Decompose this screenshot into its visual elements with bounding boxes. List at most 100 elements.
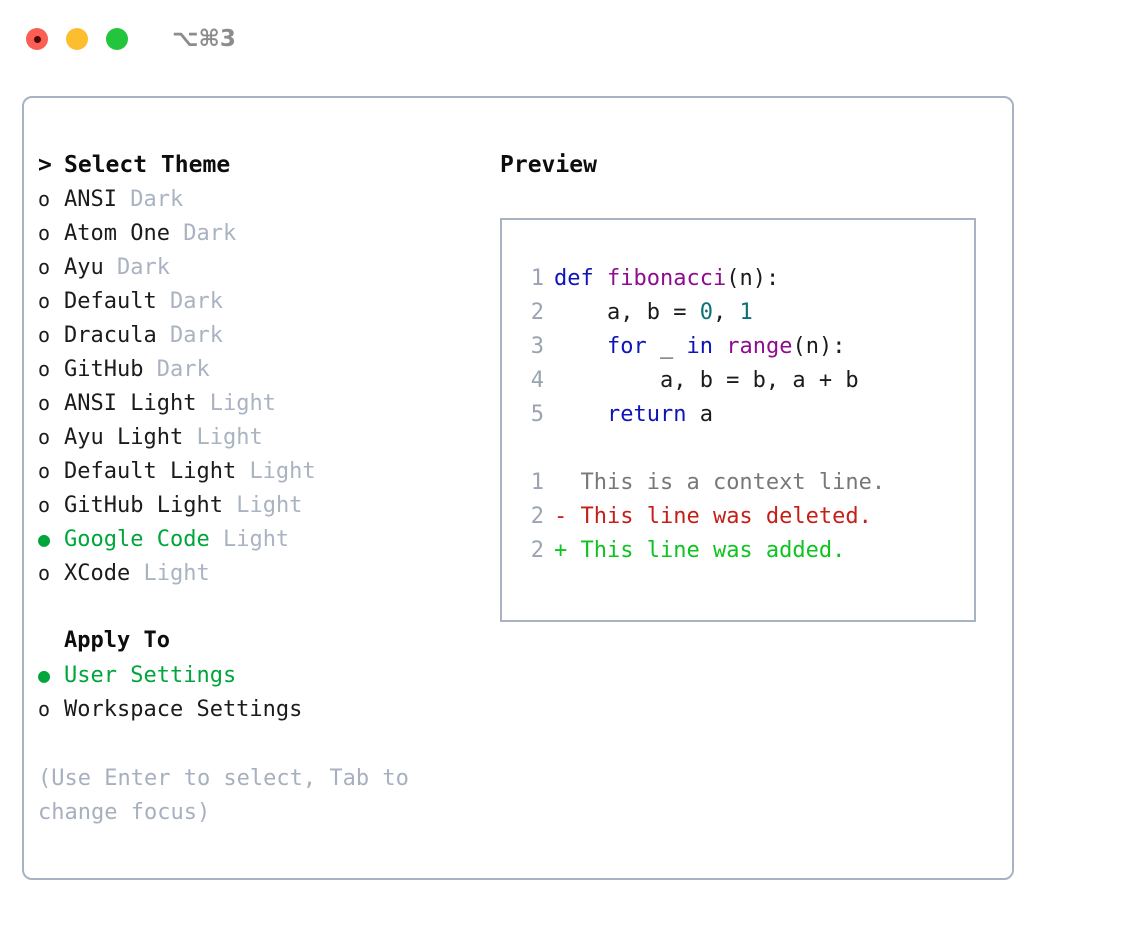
- theme-variant-label: Dark: [169, 289, 223, 314]
- apply-to-label: Workspace Settings: [64, 697, 303, 722]
- code-token: a, b =: [554, 300, 700, 325]
- theme-variant-label: Light: [196, 425, 263, 450]
- code-line: 3 for _ in range(n):: [518, 330, 974, 364]
- theme-variant-label: Light: [209, 391, 276, 416]
- code-token: _: [646, 334, 687, 359]
- minimize-button[interactable]: [66, 28, 88, 50]
- radio-unselected-icon: o: [38, 697, 51, 721]
- diff-sign: -: [554, 504, 568, 529]
- diff-sample: 1 This is a context line.2- This line wa…: [518, 466, 974, 568]
- prompt-caret-icon: >: [38, 152, 52, 178]
- theme-name-label: Ayu: [64, 255, 104, 280]
- theme-list-header-label: Select Theme: [64, 152, 231, 178]
- theme-list-item[interactable]: o Default Dark: [38, 284, 498, 318]
- radio-selected-icon: ●: [38, 663, 51, 687]
- theme-list-header: > Select Theme: [38, 148, 498, 182]
- code-token: 0: [699, 300, 713, 325]
- radio-unselected-icon: o: [38, 561, 51, 585]
- theme-list-item[interactable]: o Default Light Light: [38, 454, 498, 488]
- apply-to-list-item[interactable]: o Workspace Settings: [38, 692, 498, 726]
- line-number: 4: [530, 368, 544, 393]
- theme-variant-label: Dark: [130, 187, 184, 212]
- radio-unselected-icon: o: [38, 255, 51, 279]
- code-token: ,: [712, 300, 740, 325]
- code-diff-gap: [518, 432, 974, 466]
- list-spacer: [38, 590, 498, 624]
- title-bar: ⌥⌘3: [0, 0, 1140, 78]
- line-number: 2: [530, 504, 544, 529]
- code-token: (n):: [726, 266, 780, 291]
- maximize-button[interactable]: [106, 28, 128, 50]
- close-button[interactable]: [26, 28, 48, 50]
- radio-selected-icon: ●: [38, 527, 51, 551]
- theme-name-label: GitHub Light: [64, 493, 223, 518]
- radio-unselected-icon: o: [38, 187, 51, 211]
- theme-name-label: Default Light: [64, 459, 237, 484]
- diff-line: 1 This is a context line.: [518, 466, 974, 500]
- radio-unselected-icon: o: [38, 391, 51, 415]
- code-token: 1: [739, 300, 753, 325]
- diff-line: 2- This line was deleted.: [518, 500, 974, 534]
- diff-sign: [554, 470, 567, 495]
- keyboard-hint-text: (Use Enter to select, Tab to change focu…: [38, 766, 409, 825]
- code-token: a, b = b, a + b: [554, 368, 859, 393]
- radio-unselected-icon: o: [38, 323, 51, 347]
- code-line: 2 a, b = 0, 1: [518, 296, 974, 330]
- radio-unselected-icon: o: [38, 221, 51, 245]
- radio-unselected-icon: o: [38, 289, 51, 313]
- code-token: a: [686, 402, 713, 427]
- theme-variant-label: Light: [143, 561, 210, 586]
- code-token: def: [554, 266, 607, 291]
- code-token: [554, 402, 607, 427]
- diff-text: This is a context line.: [567, 470, 886, 495]
- radio-unselected-icon: o: [38, 459, 51, 483]
- theme-name-label: GitHub: [64, 357, 144, 382]
- theme-name-label: Dracula: [64, 323, 157, 348]
- line-number: 1: [530, 266, 544, 291]
- theme-list-item[interactable]: o XCode Light: [38, 556, 498, 590]
- theme-name-label: XCode: [64, 561, 131, 586]
- code-token: in: [686, 334, 713, 359]
- theme-name-label: Google Code: [64, 527, 210, 552]
- code-token: range: [726, 334, 793, 359]
- theme-variant-label: Dark: [183, 221, 237, 246]
- diff-line: 2 + This line was added.: [518, 534, 974, 568]
- keyboard-shortcut-label: ⌥⌘3: [172, 25, 236, 52]
- radio-unselected-icon: o: [38, 425, 51, 449]
- theme-name-label: Default: [64, 289, 157, 314]
- diff-sign: +: [554, 538, 568, 563]
- code-line: 5 return a: [518, 398, 974, 432]
- diff-text: This line was added.: [567, 538, 846, 563]
- theme-list-item[interactable]: ● Google Code Light: [38, 522, 498, 556]
- apply-to-label: User Settings: [64, 663, 237, 688]
- theme-name-label: ANSI Light: [64, 391, 197, 416]
- theme-variant-label: Light: [236, 493, 303, 518]
- code-token: for: [606, 334, 647, 359]
- line-number: 2: [530, 300, 544, 325]
- line-number: 3: [530, 334, 544, 359]
- apply-to-list-item[interactable]: ● User Settings: [38, 658, 498, 692]
- code-token: return: [606, 402, 687, 427]
- theme-variant-label: Light: [249, 459, 316, 484]
- radio-unselected-icon: o: [38, 357, 51, 381]
- code-token: [554, 334, 607, 359]
- theme-variant-label: Light: [222, 527, 290, 552]
- line-number: 2: [530, 538, 544, 563]
- theme-list-item[interactable]: o ANSI Light Light: [38, 386, 498, 420]
- line-number: 5: [530, 402, 544, 427]
- line-number: 1: [530, 470, 544, 495]
